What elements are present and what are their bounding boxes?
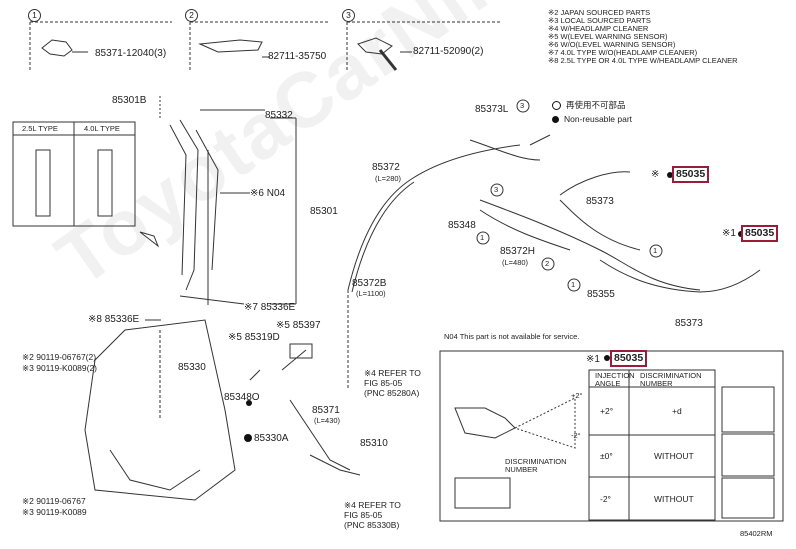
inset-3-number: 3 [342,9,355,22]
marker-1a: 1 [480,234,484,242]
footer-code: 85402RM [740,530,773,538]
part-85336E-top[interactable]: ※7 85336E [244,302,295,313]
bolt-90119-a[interactable]: ※2 90119-06767(2) [22,352,96,362]
part-85373-upper[interactable]: 85373 [586,196,614,207]
n04-note: N04 This part is not available for servi… [444,333,579,341]
part-85372[interactable]: 85372 [372,162,400,173]
row3-number: WITHOUT [654,494,694,504]
part-85372H-length: (L=480) [502,259,528,267]
part-85336E-left[interactable]: ※8 85336E [88,314,139,325]
part-85332[interactable]: 85332 [265,110,293,121]
part-85372-length: (L=280) [375,175,401,183]
legend-nonreusable: Non-reusable part [552,114,632,124]
marker-3: 3 [520,102,524,110]
legend-notes: ※2 JAPAN SOURCED PARTS ※3 LOCAL SOURCED … [548,9,738,65]
legend-reusable: 再使用不可部品 [552,100,626,110]
hl3-prefix: ※1 [586,354,600,365]
refer-85330B[interactable]: ※4 REFER TOFIG 85-05(PNC 85330B) [344,500,401,530]
note-7: ※8 2.5L TYPE OR 4.0L TYPE W/HEADLAMP CLE… [548,57,738,65]
engine-type-a: 2.5L TYPE [22,125,58,133]
part-85372B[interactable]: 85372B [352,278,386,289]
marker-1b: 1 [571,281,575,289]
part-85310[interactable]: 85310 [360,438,388,449]
part-85373L[interactable]: 85373L [475,104,508,115]
part-85373-lower[interactable]: 85373 [675,318,703,329]
part-85355[interactable]: 85355 [587,289,615,300]
nonreuse-marker-icon [552,116,559,123]
highlight-85035-a[interactable]: 85035 [672,166,709,183]
row2-number: WITHOUT [654,451,694,461]
hl1-prefix: ※ [651,169,659,180]
inset-1-part: 85371-12040(3) [95,48,166,59]
refer-85280A[interactable]: ※4 REFER TOFIG 85-05(PNC 85280A) [364,368,421,398]
part-85330[interactable]: 85330 [178,362,206,373]
part-85372H[interactable]: 85372H [500,246,535,257]
discrimination-label: DISCRIMINATION NUMBER [505,458,585,474]
row1-number: +d [672,406,682,416]
hl2-prefix: ※1 [722,228,736,239]
row2-angle: ±0° [600,451,613,461]
table-header-angle: INJECTION ANGLE [595,372,627,388]
part-85301B[interactable]: 85301B [112,95,146,106]
marker-1c: 1 [653,247,657,255]
highlight-85035-b[interactable]: 85035 [741,225,778,242]
inset-1-number: 1 [28,9,41,22]
row3-angle: -2° [600,494,611,504]
marker-2: 2 [545,260,549,268]
part-85348[interactable]: 85348 [448,220,476,231]
angle-minus: -2° [571,432,581,440]
inset-2-part: 82711-35750 [268,51,326,62]
part-N04[interactable]: ※6 N04 [250,188,285,199]
table-header-number: DISCRIMINATION NUMBER [640,372,712,388]
reuse-marker-icon [552,101,561,110]
part-85330A[interactable]: 85330A [254,433,288,444]
part-85301[interactable]: 85301 [310,206,338,217]
row1-angle: +2° [600,406,613,416]
engine-type-b: 4.0L TYPE [84,125,120,133]
part-85371[interactable]: 85371 [312,405,340,416]
marker-3b: 3 [494,186,498,194]
bolt-90119-b[interactable]: ※3 90119-K0089(2) [22,363,97,373]
part-85397[interactable]: ※5 85397 [276,320,321,331]
inset-3-part: 82711-52090(2) [413,46,483,57]
part-85372B-length: (L=1100) [356,290,386,298]
part-85319D[interactable]: ※5 85319D [228,332,280,343]
bolt-90119-d[interactable]: ※3 90119-K0089 [22,507,87,517]
part-85371-length: (L=430) [314,417,340,425]
bolt-90119-c[interactable]: ※2 90119-06767 [22,496,86,506]
angle-plus: +2° [571,392,583,400]
inset-2-number: 2 [185,9,198,22]
part-85348O[interactable]: 85348O [224,392,260,403]
highlight-85035-c[interactable]: 85035 [610,350,647,367]
